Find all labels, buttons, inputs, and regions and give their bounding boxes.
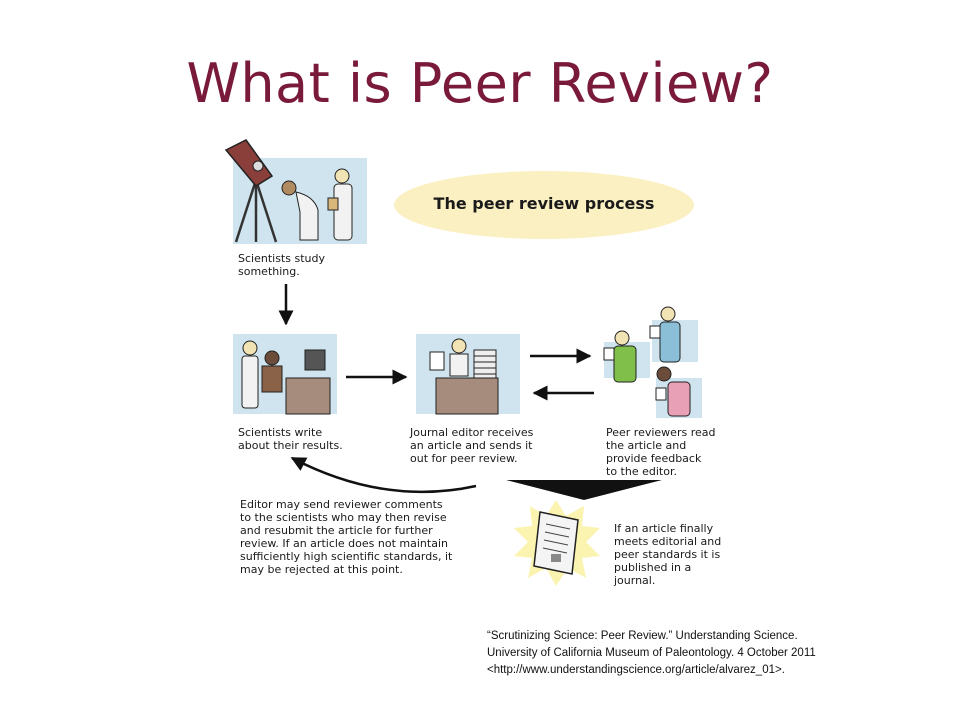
caption-revise: Editor may send reviewer comments to the…: [240, 498, 453, 576]
scientists-study-illustration: [224, 139, 367, 244]
caption-reviewers: Peer reviewers read the article and prov…: [606, 426, 716, 478]
caption-study: Scientists study something.: [238, 252, 325, 278]
journal-editor-illustration: [416, 334, 520, 415]
arrow-revise-loop: [290, 456, 477, 494]
citation-line-2: University of California Museum of Paleo…: [487, 647, 816, 659]
peer-reviewers-illustration: [603, 306, 702, 418]
published-journal-illustration: [514, 500, 600, 586]
caption-published: If an article finally meets editorial an…: [614, 522, 722, 587]
diagram-heading: The peer review process: [433, 194, 655, 213]
heading-ellipse: [394, 171, 694, 239]
citation-line-1: “Scrutinizing Science: Peer Review.” Und…: [487, 630, 798, 642]
citation: “Scrutinizing Science: Peer Review.” Und…: [487, 628, 816, 679]
citation-line-3: <http://www.understandingscience.org/art…: [487, 664, 785, 676]
caption-editor: Journal editor receives an article and s…: [410, 426, 534, 465]
caption-write: Scientists write about their results.: [238, 426, 343, 452]
scientists-write-illustration: [233, 334, 337, 415]
arrow-to-published: [506, 480, 662, 500]
slide-title: What is Peer Review?: [186, 52, 774, 115]
